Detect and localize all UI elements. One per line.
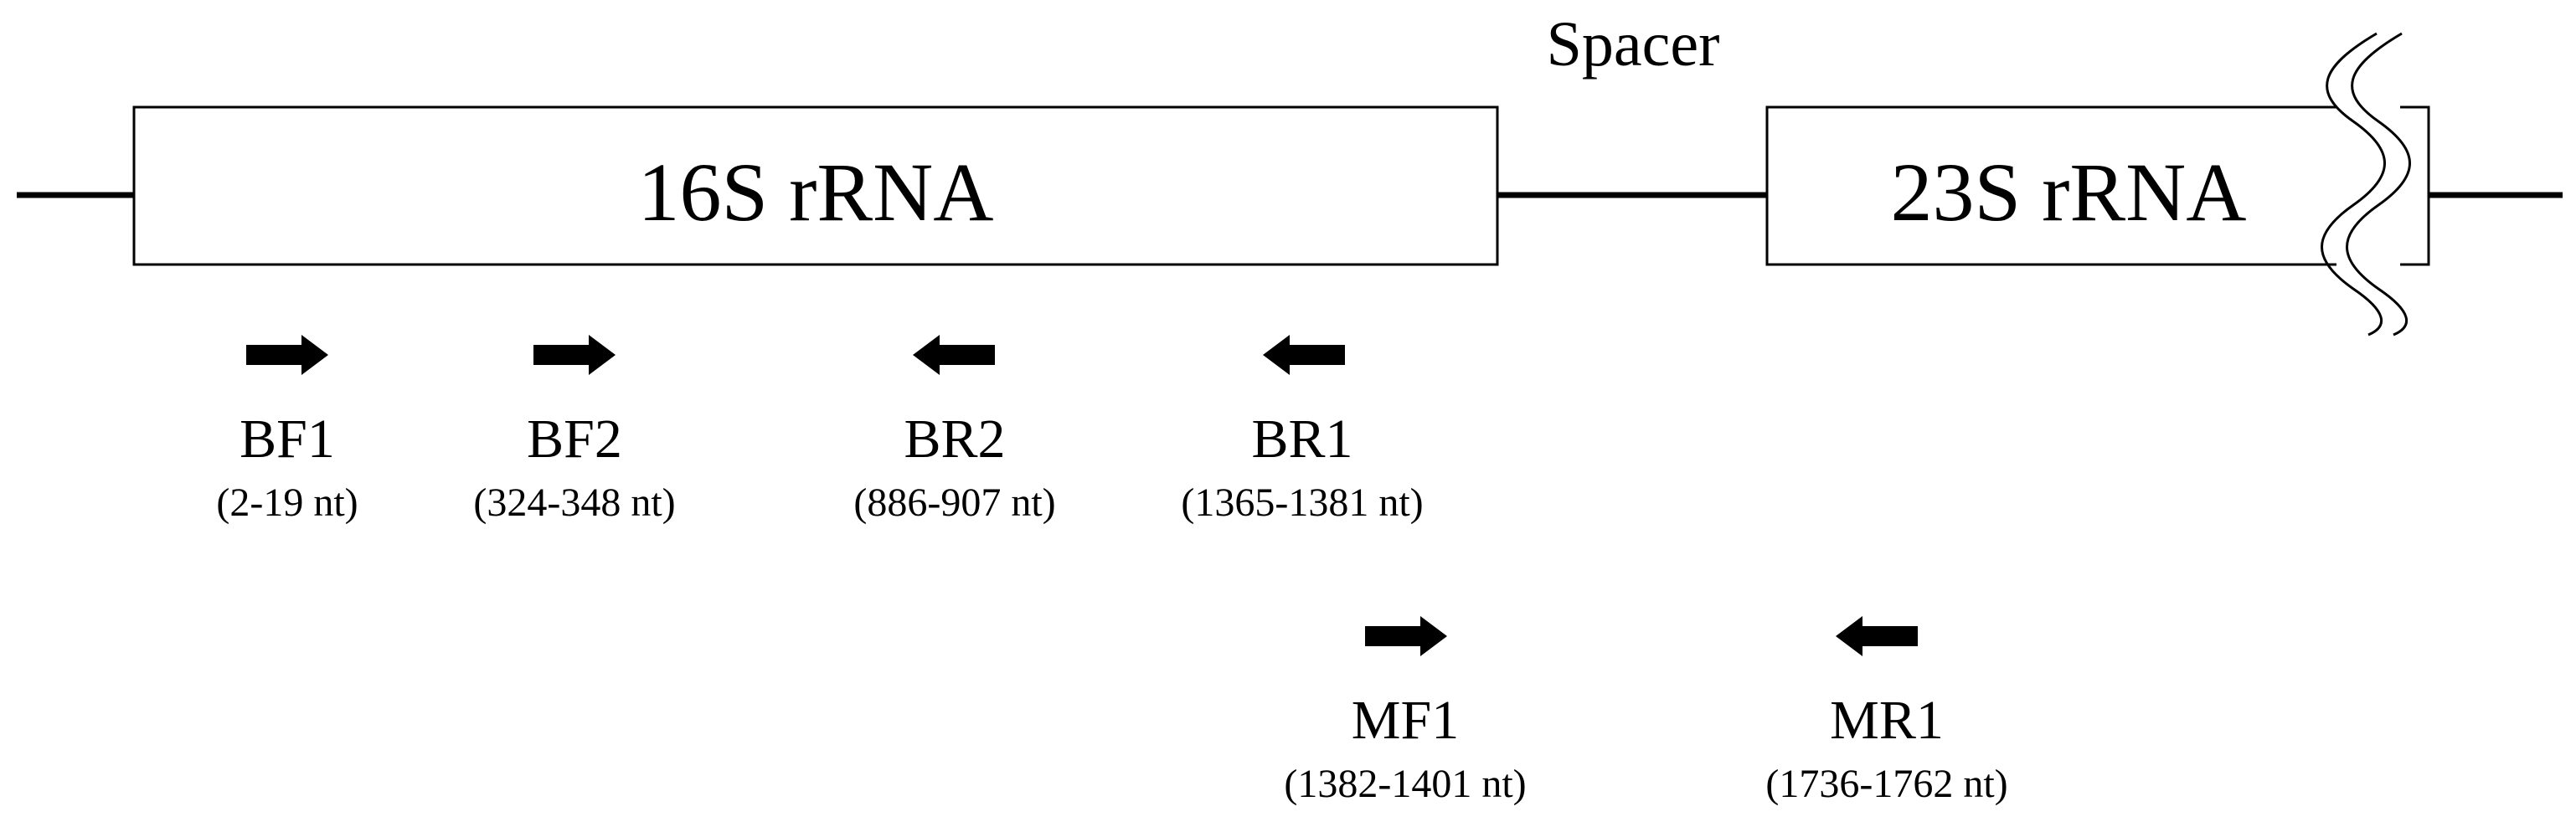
primer-br1: BR1 (1365-1381 nt) [1181,335,1424,525]
reverse-arrow-icon [913,335,995,375]
forward-arrow-icon [1365,616,1447,656]
break-wave-right-icon [2346,32,2411,337]
primer-name: BF2 [527,408,622,470]
primer-name: MF1 [1352,690,1459,751]
primer-range: (1382-1401 nt) [1284,762,1526,806]
primer-range: (1736-1762 nt) [1765,762,2007,806]
primer-br2: BR2 (886-907 nt) [853,335,1056,525]
primer-range: (324-348 nt) [473,480,675,525]
primer-name: BR1 [1251,408,1352,470]
reverse-arrow-icon [1836,616,1918,656]
gene-16s-label: 16S rRNA [637,146,993,239]
primer-mr1: MR1 (1736-1762 nt) [1765,616,2008,806]
break-wave-left-icon [2321,32,2386,337]
primer-name: BR2 [904,408,1005,470]
gene-16s: 16S rRNA [132,105,1499,266]
primer-range: (2-19 nt) [216,480,358,525]
primer-mf1: MF1 (1382-1401 nt) [1284,616,1527,806]
gene-23s-box [1765,105,2378,266]
primer-bf1: BF1 (2-19 nt) [216,335,358,525]
gene-23s-label: 23S rRNA [1890,146,2246,239]
primer-range: (1365-1381 nt) [1181,480,1423,525]
primer-range: (886-907 nt) [853,480,1055,525]
primer-bf2: BF2 (324-348 nt) [473,335,676,525]
spacer-label: Spacer [1547,9,1720,80]
primer-name: BF1 [240,408,335,470]
forward-arrow-icon [533,335,616,375]
forward-arrow-icon [246,335,328,375]
reverse-arrow-icon [1263,335,1345,375]
gene-16s-box [132,105,1499,266]
primer-name: MR1 [1830,690,1944,751]
break-mask [2336,84,2400,318]
gene-23s: 23S rRNA [1765,32,2430,337]
